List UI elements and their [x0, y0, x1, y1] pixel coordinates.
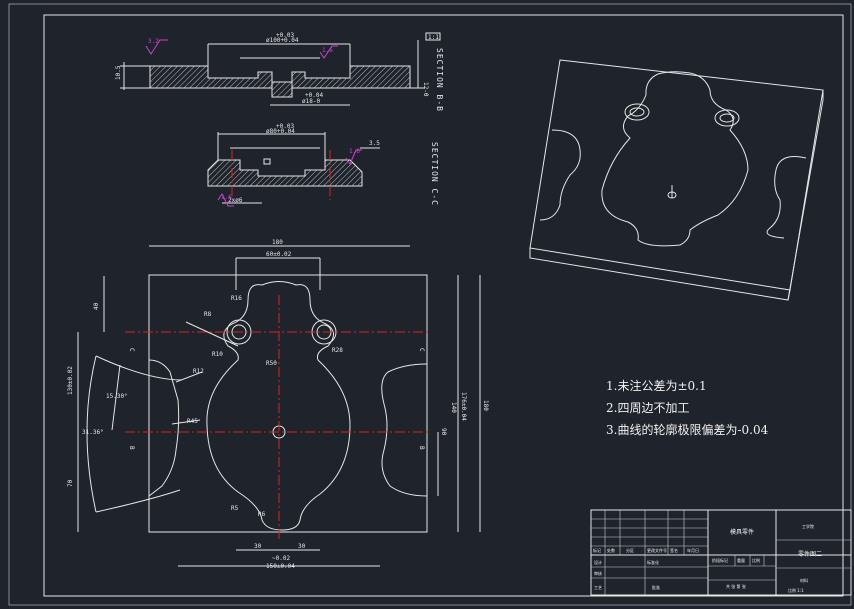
dim-r28: R28: [332, 347, 343, 354]
dim-plan-bottom-30b: 30: [298, 543, 306, 550]
isometric-view: [529, 59, 824, 301]
tb-scale: 比例: [752, 557, 760, 563]
tb-row-label-2: 处数: [607, 547, 615, 553]
note-1: 1.未注公差为±0.1: [606, 378, 707, 393]
dim-top-small: +0.04: [305, 92, 323, 99]
dim-r50: R50: [266, 360, 277, 367]
datum-label: 1:1: [428, 34, 439, 41]
tb-process: 工艺: [594, 585, 602, 590]
section-bb-view: +0.03 ø100+0.04 +0.04 ø18-0 10.5 12-0 1:…: [115, 32, 441, 106]
tb-total: 共 张 第 张: [726, 583, 746, 589]
dim-plan-right-90: 90: [440, 428, 447, 436]
marker-c-left: C: [128, 348, 135, 352]
dim-mid-tol: +0.03: [276, 123, 294, 130]
title-block: 标记 处数 分区 更改文件号 签名 年月日 设计 标准化 审核 工艺 批准 阶段…: [590, 509, 852, 596]
tb-row-label-6: 年月日: [687, 547, 699, 553]
marker-b-right: B: [418, 446, 425, 450]
roughness-mark-4: 1.6: [221, 194, 232, 201]
dim-top-width: ø100+0.04: [266, 37, 299, 44]
dim-r5: R5: [231, 505, 239, 512]
tb-row-label-3: 分区: [626, 547, 634, 553]
tb-stage: 阶段标记: [712, 557, 728, 563]
dim-plan-bottom-tol: ~0.02: [272, 555, 290, 562]
tb-approve: 批准: [652, 584, 660, 590]
tb-weight: 重量: [737, 557, 745, 563]
section-cc-view: +0.03 ø80+0.04 3.5 2xø6 1.6 1.6: [207, 123, 380, 207]
tb-row-label-4: 更改文件号: [647, 547, 667, 553]
tb-row-label-1: 标记: [593, 547, 601, 553]
tb-school: 工学院: [802, 523, 814, 529]
note-3: 3.曲线的轮廓极限偏差为-0.04: [606, 422, 769, 437]
tb-material: 材料: [800, 577, 808, 583]
outer-border: [8, 3, 852, 606]
section-bb-label: SECTION B-B: [435, 48, 444, 112]
dim-plan-bottom-30a: 30: [254, 543, 262, 550]
dim-plan-top: 60±0.02: [266, 251, 292, 258]
dim-r45: R45: [187, 418, 198, 425]
dim-r8: R8: [204, 311, 212, 318]
inner-border: [43, 14, 844, 597]
marker-b-left: B: [128, 446, 135, 450]
dim-r16: R16: [231, 295, 242, 302]
tb-row-label-5: 签名: [670, 547, 678, 553]
dim-mid-holes: 2xø6: [228, 197, 243, 204]
notes: 1.未注公差为±0.1 2.四周边不加工 3.曲线的轮廓极限偏差为-0.04: [606, 378, 769, 437]
plan-view: 180 60±0.02 40 R16 R8 R10 R50 R28 R12 R4…: [67, 239, 489, 570]
tb-designer: 设计: [594, 559, 602, 565]
dim-top-right-h: 12-0: [422, 82, 429, 97]
dim-top-bore: ø18-0: [302, 98, 320, 105]
dim-angle-1: 15.30°: [106, 393, 128, 400]
roughness-mark-2: 1.6: [322, 47, 333, 54]
dim-plan-left-70: 70: [67, 479, 74, 487]
tb-sheet-info: 比例 1:1: [788, 587, 804, 593]
tb-std: 标准化: [647, 559, 659, 565]
dim-top-tol: +0.03: [276, 32, 294, 39]
marker-c-right: C: [418, 348, 425, 352]
dim-plan-left-40: 40: [93, 302, 100, 310]
note-2: 2.四周边不加工: [606, 401, 689, 415]
dim-mid-depth: 3.5: [369, 140, 380, 147]
dim-plan-left-h: 130±0.02: [67, 366, 74, 395]
dim-plan-right-140: 140: [450, 402, 457, 413]
dim-plan-bottom-width: 150±0.04: [266, 563, 295, 570]
dim-r10: R10: [212, 351, 223, 358]
roughness-mark-1: 3.2: [148, 38, 159, 45]
dim-plan-width: 180: [272, 239, 283, 246]
dim-angle-2: 31.36°: [82, 429, 104, 436]
tb-drawing-name: 零件图二: [798, 550, 822, 558]
tb-main-title: 模具零件: [730, 528, 754, 536]
section-cc-label: SECTION C-C: [430, 142, 439, 206]
dim-r12: R12: [193, 368, 204, 375]
dim-mid-width: ø80+0.04: [266, 128, 295, 135]
dim-top-left-h: 10.5: [115, 65, 122, 80]
tb-reviewer: 审核: [594, 570, 602, 576]
dim-plan-right-tol: 176±0.04: [460, 392, 467, 421]
roughness-mark-3: 1.6: [349, 148, 360, 155]
dim-r6: R6: [258, 511, 266, 518]
dim-plan-right-180: 180: [482, 400, 489, 411]
